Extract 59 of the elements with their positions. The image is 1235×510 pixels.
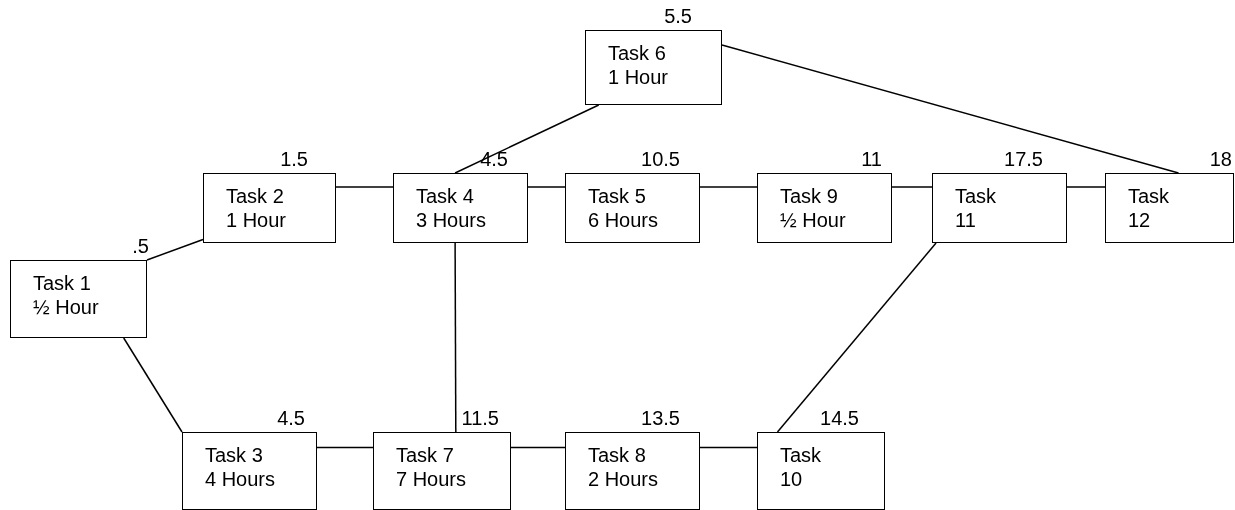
- connector-line: [1066, 186, 1106, 188]
- task-label: Task 7: [396, 443, 454, 467]
- duration-label: 4 Hours: [205, 467, 276, 491]
- task-label: Task 4: [416, 184, 474, 208]
- duration-label: 1 Hour: [608, 65, 669, 89]
- task-box: [182, 432, 317, 510]
- duration-label: 7 Hours: [396, 467, 467, 491]
- task-box: [393, 173, 528, 243]
- connector-line: [721, 44, 1180, 174]
- task-label: Task 5: [588, 184, 646, 208]
- task-box: [565, 432, 700, 510]
- task-label: Task 11: [955, 184, 998, 232]
- time-label: 5.5: [664, 5, 692, 27]
- task-box: [565, 173, 700, 243]
- connector-line: [146, 238, 204, 261]
- duration-label: 3 Hours: [416, 208, 487, 232]
- connector-line: [699, 446, 758, 449]
- task-label: Task 2: [226, 184, 284, 208]
- time-label: 14.5: [820, 407, 859, 429]
- connector-line: [454, 242, 457, 433]
- task-label: Task 9: [780, 184, 838, 208]
- connector-line: [335, 186, 394, 188]
- task-box: [757, 173, 892, 243]
- task-label: Task 10: [780, 443, 823, 491]
- connector-line: [527, 186, 566, 188]
- time-label: 4.5: [480, 148, 508, 170]
- duration-label: 2 Hours: [588, 467, 659, 491]
- connector-line: [122, 337, 183, 433]
- connector-line: [891, 186, 933, 188]
- task-box: [932, 173, 1067, 243]
- time-label: 11: [861, 148, 882, 170]
- time-label: .5: [132, 235, 149, 257]
- task-box: [203, 173, 336, 243]
- time-label: 17.5: [1004, 148, 1043, 170]
- task-box: [373, 432, 511, 510]
- task-box: [10, 260, 147, 338]
- task-label: Task 1: [33, 271, 91, 295]
- task-label: Task 8: [588, 443, 646, 467]
- task-box: [585, 30, 722, 105]
- task-label: Task 12: [1128, 184, 1171, 232]
- duration-label: 1 Hour: [226, 208, 287, 232]
- duration-label: ½ Hour: [780, 208, 846, 232]
- task-box: [1105, 173, 1234, 243]
- connector-line: [316, 446, 374, 449]
- connector-line: [510, 446, 566, 449]
- time-label: 13.5: [641, 407, 680, 429]
- time-label: 1.5: [280, 148, 308, 170]
- task-label: Task 3: [205, 443, 263, 467]
- time-label: 10.5: [641, 148, 680, 170]
- time-label: 18: [1209, 148, 1232, 170]
- task-box: [757, 432, 885, 510]
- time-label: 4.5: [277, 407, 305, 429]
- duration-label: ½ Hour: [33, 295, 99, 319]
- duration-label: 6 Hours: [588, 208, 659, 232]
- time-label: 11.5: [461, 407, 499, 429]
- task-label: Task 6: [608, 41, 666, 65]
- connector-line: [454, 104, 600, 174]
- connector-line: [776, 242, 937, 433]
- connector-line: [699, 186, 758, 188]
